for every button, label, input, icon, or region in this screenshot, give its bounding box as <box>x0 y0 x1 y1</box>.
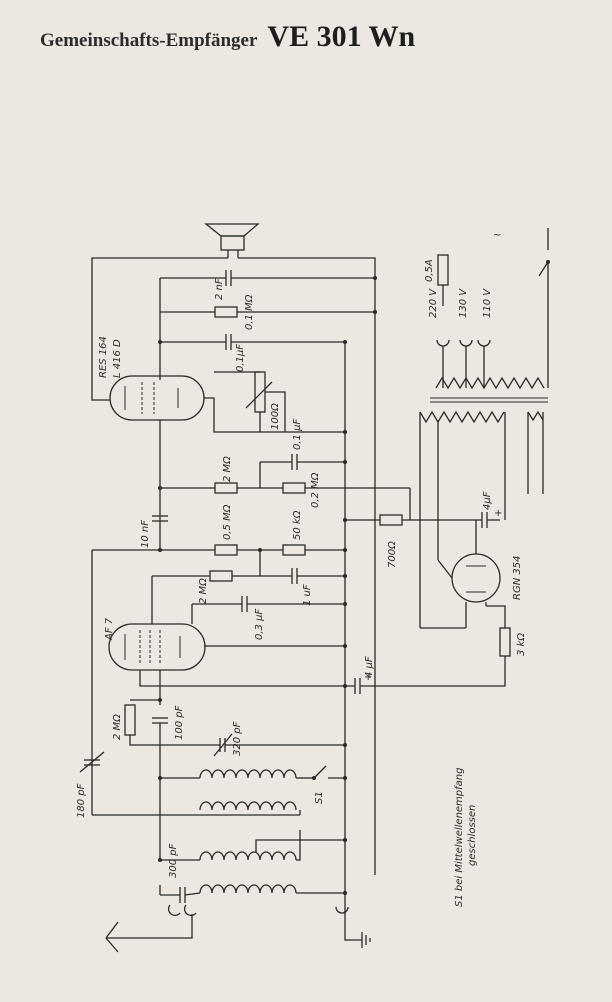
title-text: Gemeinschafts-Empfänger <box>40 30 258 51</box>
label-ac-symbol: ~ <box>493 230 501 241</box>
ground-icon <box>344 915 371 948</box>
label-r-3k: 3 kΩ <box>516 633 527 656</box>
tap-connectors-icon <box>436 339 491 388</box>
note-s1-line2: geschlossen <box>467 805 478 866</box>
label-r-50k: 50 kΩ <box>292 510 303 540</box>
label-c-1uF: 1 uF <box>302 584 313 606</box>
label-pot-100: 100Ω <box>270 403 281 430</box>
output-tube-icon <box>109 375 205 421</box>
label-fuse: 0,5A <box>424 259 435 282</box>
label-tube-output-alt: L 416 D <box>112 339 123 378</box>
coil-icon <box>160 769 345 894</box>
label-tube-rectifier: RGN 354 <box>512 556 523 600</box>
transformer-icon <box>419 376 549 628</box>
label-c-01b: 0,1 μF <box>292 419 303 450</box>
antenna-icon <box>105 921 119 953</box>
rectifier-tube-icon <box>451 553 501 628</box>
note-s1-line1: S1 bei Mittelwellenempfang <box>454 768 465 907</box>
label-c-320pF: 320 pF <box>232 721 243 756</box>
label-c-4uF-top: 4μF <box>482 491 493 510</box>
label-tube-audion: AF 7 <box>104 617 115 641</box>
label-mains-130: 130 V <box>458 288 469 318</box>
label-r-02M: 0,2 MΩ <box>310 472 321 508</box>
label-switch: S1 <box>314 791 325 804</box>
label-r-05M: 0,5 MΩ <box>222 504 233 540</box>
label-c-03uF: 0,3 μF <box>254 609 265 640</box>
svg-text:+: + <box>364 672 372 683</box>
label-c-01a: 0,1μF <box>235 344 246 372</box>
audion-tube-icon <box>108 623 206 671</box>
label-r-700: 700Ω <box>387 541 398 568</box>
switch-s1-icon <box>305 765 345 780</box>
label-c-100pF: 100 pF <box>174 705 185 740</box>
label-c-4uF-bot: 4 μF <box>364 656 375 678</box>
svg-text:+: + <box>494 508 502 519</box>
label-c-300pF: 300 pF <box>168 843 179 878</box>
label-c-180pF: 180 pF <box>76 783 87 818</box>
label-mains-220: 220 V <box>428 288 439 318</box>
page-title: Gemeinschafts-Empfänger VE 301 Wn <box>40 20 415 54</box>
label-tube-output: RES 164 <box>98 336 109 378</box>
label-r-01M: 0,1 MΩ <box>244 294 255 330</box>
loudspeaker-icon <box>204 223 260 258</box>
label-r-2M-top: 2 MΩ <box>222 456 233 482</box>
label-mains-110: 110 V <box>482 288 493 318</box>
label-r-2M-mid: 2 MΩ <box>198 578 209 604</box>
label-c-spk: 2 nF <box>214 278 225 300</box>
label-c-10nF: 10 nF <box>140 520 151 548</box>
label-r-2M-grid: 2 MΩ <box>112 714 123 740</box>
title-model: VE 301 Wn <box>267 20 416 53</box>
